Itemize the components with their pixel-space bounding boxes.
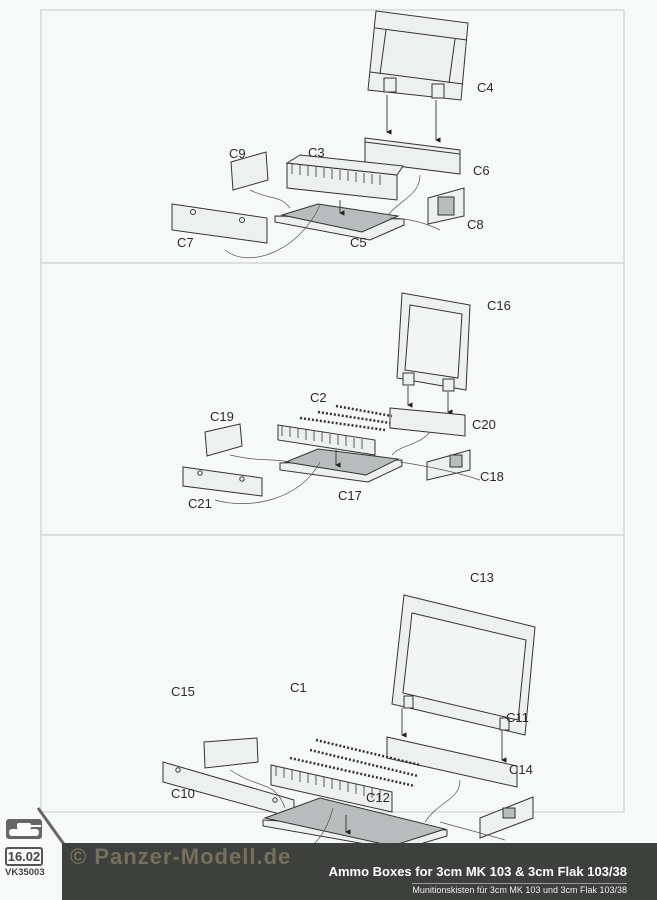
- assembly-step-2: [182, 292, 481, 504]
- part-label-side-back: C6: [473, 163, 490, 178]
- footer-band: [62, 843, 657, 900]
- watermark: © Panzer-Modell.de: [70, 844, 292, 869]
- part-label-rack: C2: [310, 390, 327, 405]
- part-label-lid: C16: [487, 298, 511, 313]
- part-side-front: [182, 466, 263, 497]
- part-side-back: [386, 736, 518, 788]
- part-label-end-right: C8: [467, 217, 484, 232]
- part-end-right: [426, 449, 471, 481]
- part-label-end-left: C9: [229, 146, 246, 161]
- part-label-side-front: C7: [177, 235, 194, 250]
- part-label-side-front: C21: [188, 496, 212, 511]
- part-label-base: C12: [366, 790, 390, 805]
- part-lid: [396, 292, 471, 392]
- tank-icon: [6, 819, 42, 839]
- part-end-left: [230, 151, 269, 191]
- part-end-right: [427, 187, 465, 225]
- step-number: 16.02: [5, 847, 43, 866]
- part-rack: [270, 738, 421, 813]
- kit-code: VK35003: [5, 867, 45, 878]
- part-label-end-right: C18: [480, 469, 504, 484]
- part-base: [279, 448, 403, 483]
- part-label-side-back: C20: [472, 417, 496, 432]
- part-label-lid: C4: [477, 80, 494, 95]
- part-side-front: [171, 203, 268, 244]
- part-lid: [367, 10, 469, 101]
- part-end-left: [204, 423, 243, 457]
- part-end-left: [203, 737, 259, 769]
- part-lid: [391, 594, 536, 736]
- part-label-end-left: C19: [210, 409, 234, 424]
- sheet-subtitle: Munitionskisten für 3cm MK 103 und 3cm F…: [412, 883, 627, 895]
- part-label-side-front: C10: [171, 786, 195, 801]
- part-label-lid: C13: [470, 570, 494, 585]
- step-badge: 16.02 VK35003: [5, 818, 45, 878]
- part-rack: [277, 404, 393, 456]
- part-label-rack: C1: [290, 680, 307, 695]
- part-label-base: C17: [338, 488, 362, 503]
- assembly-step-1: [171, 10, 469, 259]
- part-end-right: [479, 796, 534, 839]
- part-label-base: C5: [350, 235, 367, 250]
- part-rack: [285, 154, 404, 201]
- part-side-back: [389, 407, 466, 437]
- part-label-side-back: C11: [506, 710, 529, 725]
- page-frame: [40, 9, 625, 813]
- part-base: [274, 203, 405, 241]
- part-label-end-left: C15: [171, 684, 195, 699]
- part-label-end-right: C14: [509, 762, 533, 777]
- sheet-title: Ammo Boxes for 3cm MK 103 & 3cm Flak 103…: [328, 864, 627, 879]
- assembly-step-3: [162, 594, 536, 864]
- part-label-rack: C3: [308, 145, 325, 160]
